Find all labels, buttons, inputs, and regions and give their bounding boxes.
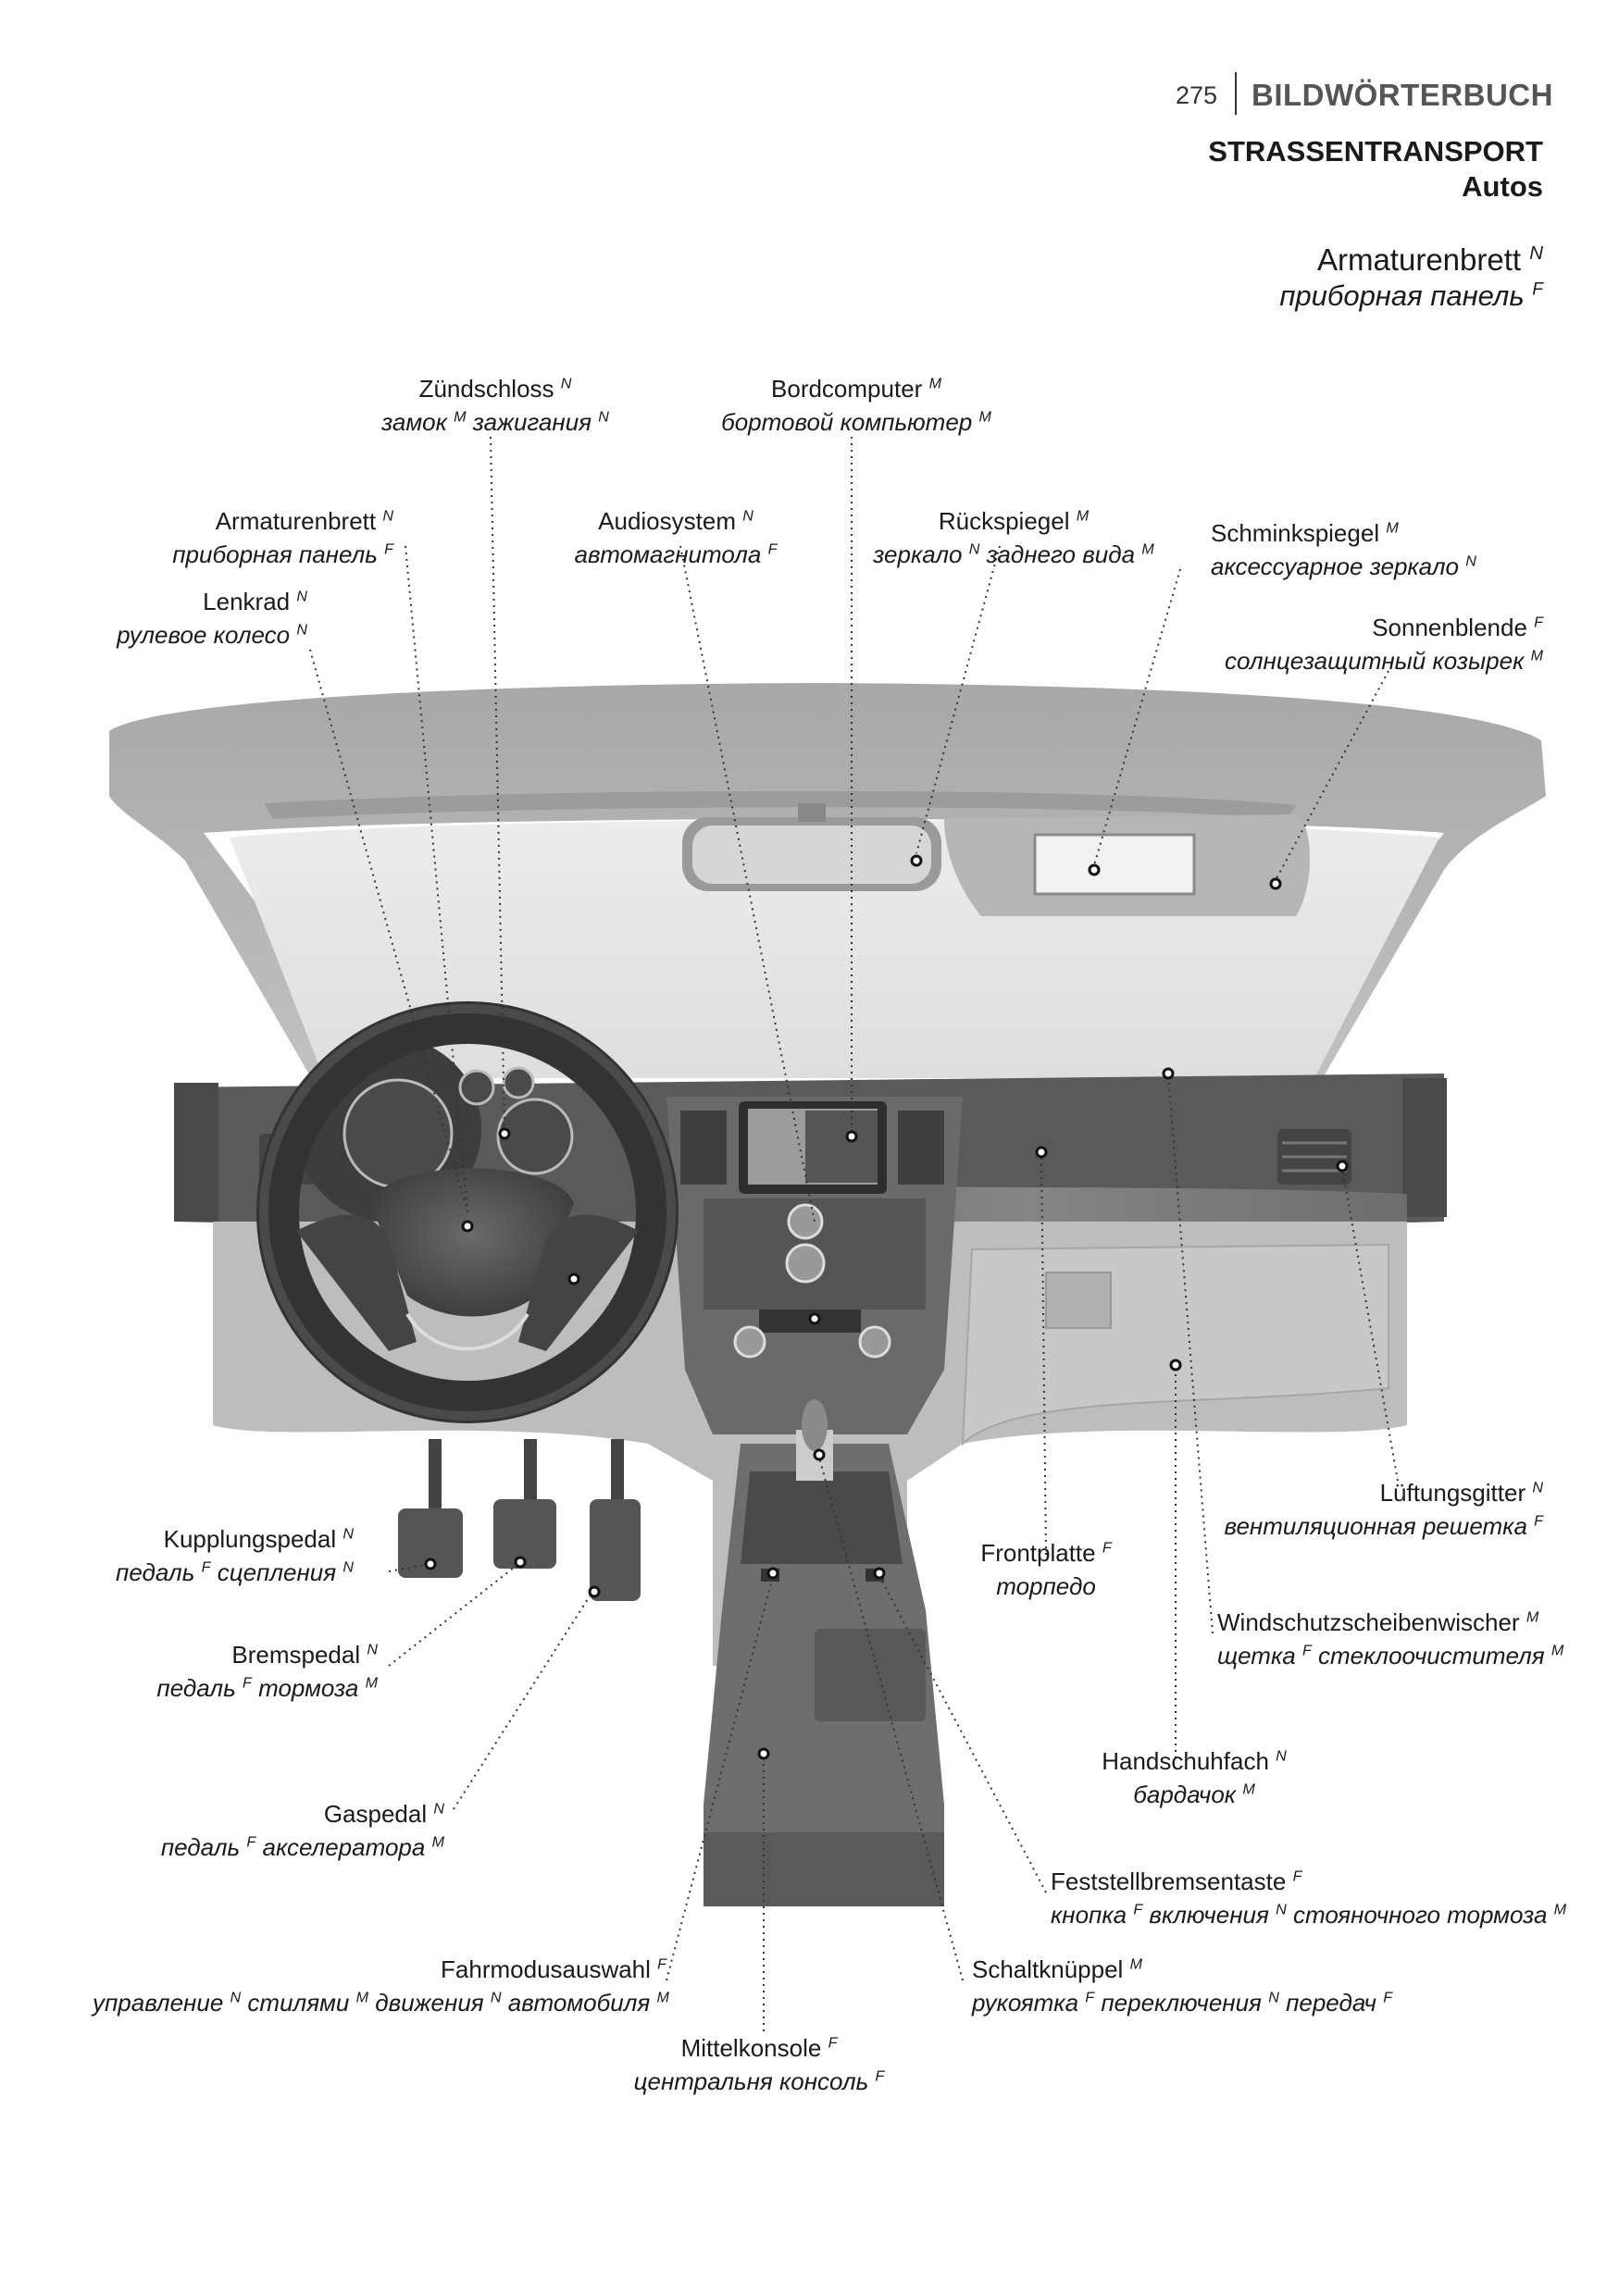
center-stack <box>666 1097 963 1434</box>
label-gas-pedal: Gaspedal N педаль F акселератора M <box>160 1800 444 1861</box>
leader-lines <box>309 436 1399 2031</box>
sun-visor <box>944 814 1310 916</box>
label-dashboard: Armaturenbrett N приборная панель F <box>172 507 393 568</box>
label-windshield-wiper: Windschutzscheibenwischer M щетка F стек… <box>1217 1608 1564 1669</box>
label-ignition-lock: Zündschloss N замок M зажигания N <box>381 375 609 436</box>
rearview-mirror <box>682 803 941 891</box>
label-clutch-pedal: Kupplungspedal N педаль F сцепления N <box>116 1525 354 1586</box>
section-title: BILDWÖRTERBUCH <box>1252 78 1553 112</box>
header-separator <box>1235 72 1237 115</box>
label-rearview-mirror: Rückspiegel M зеркало N заднего вида M <box>873 507 1154 568</box>
label-parking-brake-button: Feststellbremsentaste F кнопка F включен… <box>1051 1868 1567 1929</box>
label-front-panel: Frontplatte F торпедо <box>980 1539 1112 1600</box>
label-air-vent: Lüftungsgitter N вентиляционная решетка … <box>1224 1479 1543 1540</box>
label-gear-lever: Schaltknüppel M рукоятка F переключения … <box>972 1955 1393 2017</box>
label-drive-mode-selector: Fahrmodusauswahl F управление N стилями … <box>93 1955 669 2017</box>
page-number: 275 <box>1176 81 1218 109</box>
label-brake-pedal: Bremspedal N педаль F тормоза M <box>156 1641 378 1702</box>
steering-wheel-group <box>256 1001 679 1423</box>
subtopic-title: Autos <box>1462 170 1543 203</box>
label-board-computer: Bordcomputer M бортовой компьютер M <box>721 375 991 436</box>
main-term-ru: приборная панель F <box>1279 279 1543 312</box>
label-audio-system: Audiosystem N автомагнитола F <box>574 507 778 568</box>
label-sun-visor: Sonnenblende F солнцезащитный козырек M <box>1224 614 1543 675</box>
label-vanity-mirror: Schminkspiegel M аксессуарное зеркало N <box>1211 519 1476 580</box>
callout-markers <box>424 854 1349 1760</box>
topic-title: STRASSENTRANSPORT <box>1208 135 1543 168</box>
roof-frame <box>109 683 1546 1092</box>
label-center-console: Mittelkonsole F центральня консоль F <box>633 2034 885 2095</box>
main-term-de: Armaturenbrett N <box>1316 242 1543 277</box>
pedals <box>398 1439 641 1601</box>
label-glovebox: Handschuhfach N бардачок M <box>1102 1747 1287 1808</box>
air-vent-right <box>1277 1129 1351 1185</box>
label-steering-wheel: Lenkrad N рулевое колесо N <box>117 588 307 649</box>
